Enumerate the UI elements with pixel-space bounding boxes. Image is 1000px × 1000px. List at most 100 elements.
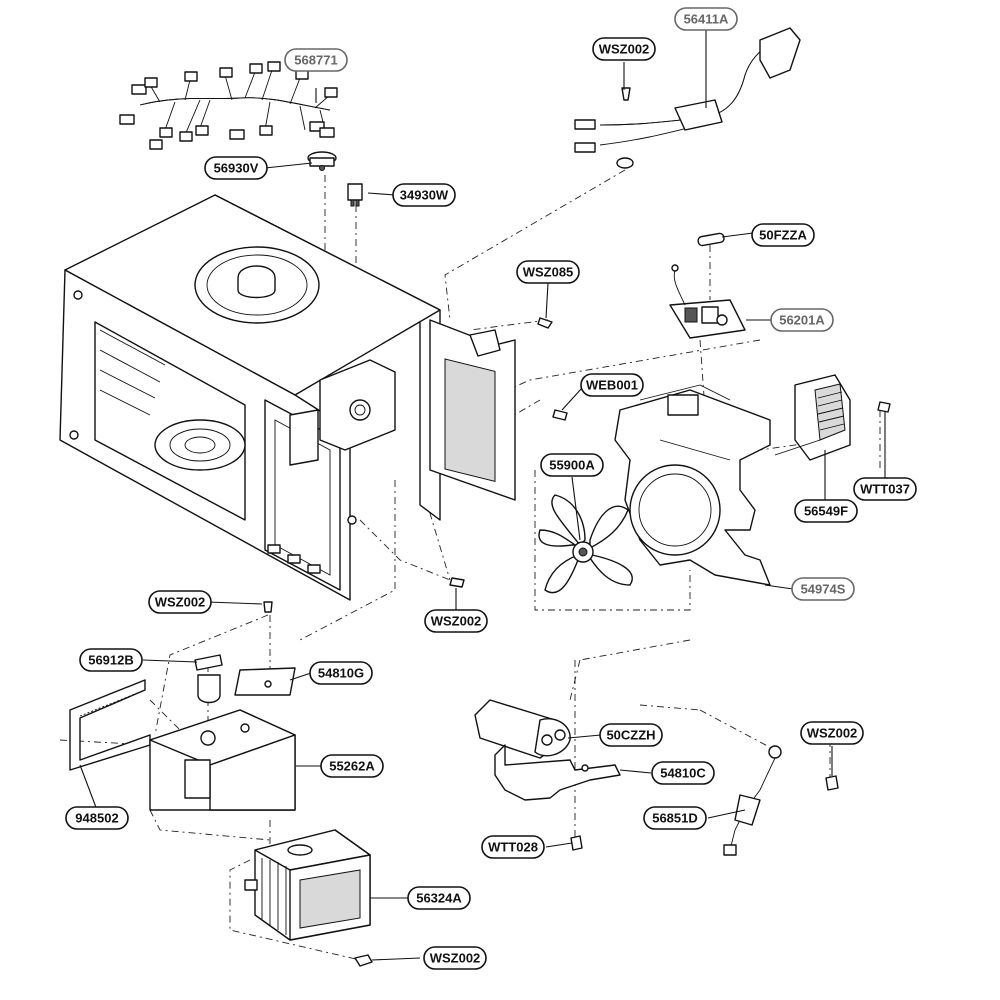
gasket-part (69, 679, 151, 771)
screw-part (570, 835, 583, 851)
label-text: WSZ085 (523, 265, 574, 280)
part-label-34930w: 34930W (392, 183, 456, 207)
label-text: 568771 (294, 53, 337, 68)
label-text: 56851D (652, 811, 698, 826)
capacitor-part (474, 699, 571, 759)
part-label-50czzh: 50CZZH (599, 723, 663, 747)
label-text: 948502 (75, 811, 118, 826)
label-text: 56411A (684, 12, 729, 27)
fan-duct-part (614, 384, 771, 586)
label-pill (540, 453, 604, 477)
capacitor-bracket-part (494, 744, 621, 801)
part-label-568771: 568771 (284, 48, 348, 72)
label-text: WSZ002 (431, 614, 482, 629)
part-label-wsz002-right: WSZ002 (800, 721, 864, 745)
label-text: WEB001 (586, 378, 638, 393)
label-text: 34930W (400, 188, 449, 203)
label-pill (320, 754, 384, 778)
label-pill (392, 183, 456, 207)
noise-filter-board-part (669, 264, 746, 339)
label-pill (580, 373, 644, 397)
part-label-56201a: 56201A (770, 308, 834, 332)
transformer-part (149, 709, 296, 811)
label-pill (599, 723, 663, 747)
part-label-wsz002-bottom: WSZ002 (423, 946, 487, 970)
screw-part (449, 577, 465, 588)
label-text: 55262A (329, 759, 375, 774)
leader-lines (79, 25, 886, 961)
label-text: WSZ002 (155, 595, 206, 610)
label-pill (481, 835, 545, 859)
part-label-56549f: 56549F (794, 499, 858, 523)
label-pill (770, 308, 834, 332)
part-label-wsz002-top: WSZ002 (592, 37, 656, 61)
label-pill (853, 477, 917, 501)
label-text: WSZ002 (599, 42, 650, 57)
label-pill (751, 223, 815, 247)
label-text: WTT028 (488, 840, 538, 855)
screw-part (825, 775, 839, 791)
bracket-part (234, 667, 296, 696)
fan-blade-part (538, 494, 633, 594)
screw-part (552, 409, 568, 421)
label-text: 56201A (779, 313, 825, 328)
label-pill (407, 886, 471, 910)
label-pill (79, 648, 143, 672)
part-label-56324a: 56324A (407, 886, 471, 910)
fan-motor-part (774, 374, 851, 461)
label-text: 56930V (214, 161, 259, 176)
screw-part (877, 401, 891, 413)
label-pill (794, 499, 858, 523)
label-text: 56549F (804, 504, 848, 519)
part-label-wsz002-left: WSZ002 (148, 590, 212, 614)
label-text: 54974S (801, 582, 846, 597)
thermostat-part (307, 151, 337, 171)
label-pill (516, 260, 580, 284)
label-pill (423, 946, 487, 970)
label-pill (643, 806, 707, 830)
label-pill (800, 721, 864, 745)
part-label-54974s: 54974S (791, 577, 855, 601)
label-pill (592, 37, 656, 61)
label-text: 56324A (416, 891, 462, 906)
label-pill (284, 48, 348, 72)
thermal-cutout-part (194, 654, 223, 704)
part-label-55262a: 55262A (320, 754, 384, 778)
label-pill (674, 7, 738, 31)
label-text: 50CZZH (606, 728, 655, 743)
label-pill (309, 661, 373, 685)
label-text: WSZ002 (807, 726, 858, 741)
part-label-55900a: 55900A (540, 453, 604, 477)
label-text: WSZ002 (430, 951, 481, 966)
screw-part (537, 317, 553, 329)
label-pill (651, 761, 715, 785)
label-text: WTT037 (860, 482, 910, 497)
part-label-56411a: 56411A (674, 7, 738, 31)
label-pill (791, 577, 855, 601)
part-label-54810c: 54810C (651, 761, 715, 785)
label-text: 54810C (660, 766, 706, 781)
part-label-web001: WEB001 (580, 373, 644, 397)
label-text: 54810G (318, 666, 364, 681)
part-label-56912b: 56912B (79, 648, 143, 672)
fuse-part (697, 232, 725, 247)
part-label-wtt028: WTT028 (481, 835, 545, 859)
screw-part (263, 601, 273, 613)
part-labels: 56877156930V34930WWSZ00256411A50FZZAWSZ0… (65, 7, 917, 970)
label-text: 55900A (549, 458, 595, 473)
power-cord-part (574, 27, 801, 169)
part-label-54810g: 54810G (309, 661, 373, 685)
wire-harness-part (119, 61, 338, 150)
label-text: 56912B (88, 653, 134, 668)
part-label-948502: 948502 (65, 806, 129, 830)
door-switch-part (347, 183, 363, 207)
label-pill (424, 609, 488, 633)
part-label-wsz002-mid: WSZ002 (424, 609, 488, 633)
assembly-guide-lines (59, 169, 881, 961)
oven-cavity-part (59, 194, 516, 601)
part-label-56930v: 56930V (204, 156, 268, 180)
part-label-wsz085: WSZ085 (516, 260, 580, 284)
diode-part (723, 745, 782, 856)
part-label-56851d: 56851D (643, 806, 707, 830)
